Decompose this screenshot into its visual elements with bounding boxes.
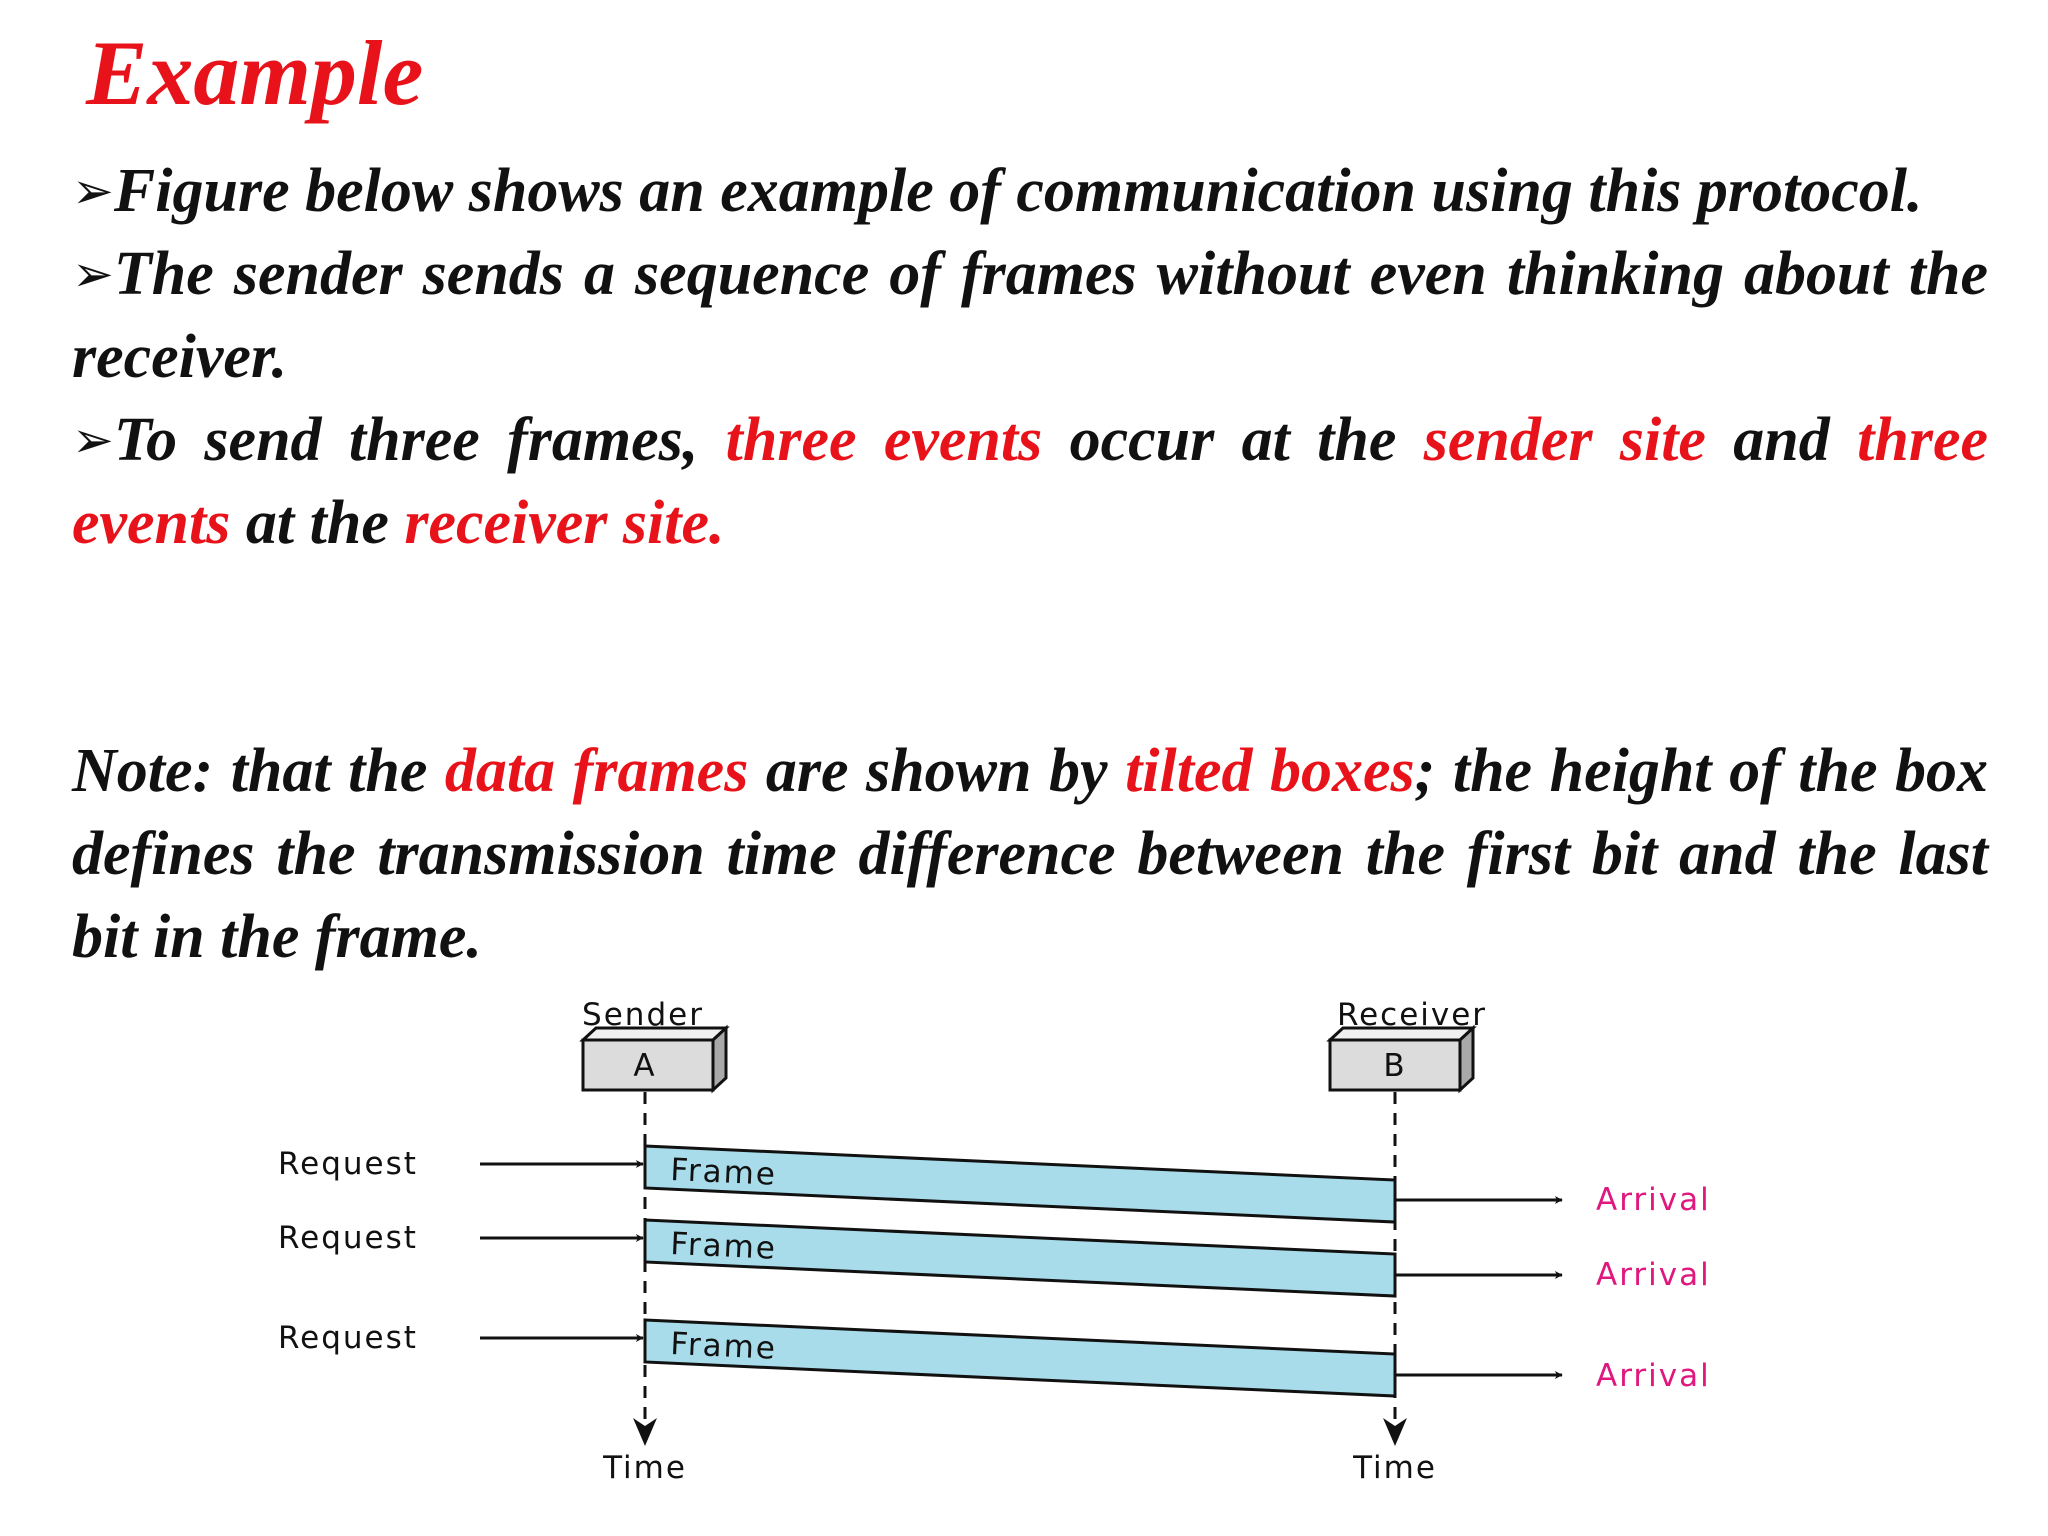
arrival-label: Arrival — [1596, 1358, 1711, 1394]
sender-box-label: A — [633, 1048, 656, 1084]
bullet-item: ➢Figure below shows an example of commun… — [72, 150, 1988, 233]
bullet-item: ➢The sender sends a sequence of frames w… — [72, 233, 1988, 399]
frame-box — [643, 1318, 1397, 1398]
note-text: Note: that the — [72, 737, 445, 805]
sender-time-arrow-icon — [633, 1418, 657, 1446]
receiver-time-arrow-icon — [1383, 1418, 1407, 1446]
bullet-text: Figure below shows an example of communi… — [113, 157, 1923, 225]
highlight-text: tilted boxes — [1125, 737, 1415, 805]
arrow-bullet-icon: ➢ — [72, 411, 114, 469]
bullet-text: To send three frames, — [113, 406, 726, 474]
request-label: Request — [278, 1146, 418, 1182]
frame-box — [643, 1218, 1397, 1298]
highlight-text: sender site — [1423, 406, 1706, 474]
highlight-text: three events — [725, 406, 1043, 474]
slide-title: Example — [86, 22, 424, 124]
bullet-text: at the — [230, 489, 405, 557]
highlight-text: receiver site. — [404, 489, 725, 557]
frame-label: Frame — [670, 1326, 778, 1367]
bullet-list: ➢Figure below shows an example of commun… — [72, 150, 1988, 565]
sender-node-box — [579, 1024, 730, 1094]
receiver-node-box — [1326, 1024, 1477, 1094]
note-text: ; the height of the box defines the tran… — [72, 737, 1988, 971]
receiver-time-label: Time — [1352, 1450, 1437, 1486]
frame-label: Frame — [670, 1152, 778, 1193]
highlight-text: data frames — [444, 737, 749, 805]
highlight-text: three events — [72, 406, 1988, 557]
bullet-text: and — [1705, 406, 1858, 474]
frame-box — [643, 1144, 1397, 1224]
sender-time-label: Time — [602, 1450, 687, 1486]
frame-label: Frame — [670, 1226, 778, 1267]
arrow-bullet-icon: ➢ — [72, 245, 114, 303]
bullet-text: occur at the — [1042, 406, 1424, 474]
bullet-text: The sender sends a sequence of frames wi… — [72, 240, 1988, 391]
request-label: Request — [278, 1320, 418, 1356]
note-paragraph: Note: that the data frames are shown by … — [72, 730, 1988, 979]
note-text: are shown by — [748, 737, 1126, 805]
bullet-item: ➢To send three frames, three events occu… — [72, 399, 1988, 565]
arrow-bullet-icon: ➢ — [72, 162, 114, 220]
arrival-label: Arrival — [1596, 1257, 1711, 1293]
arrival-label: Arrival — [1596, 1182, 1711, 1218]
receiver-box-label: B — [1383, 1048, 1406, 1084]
note-text-line: Note: that the data frames are shown by … — [72, 730, 1988, 979]
request-label: Request — [278, 1220, 418, 1256]
